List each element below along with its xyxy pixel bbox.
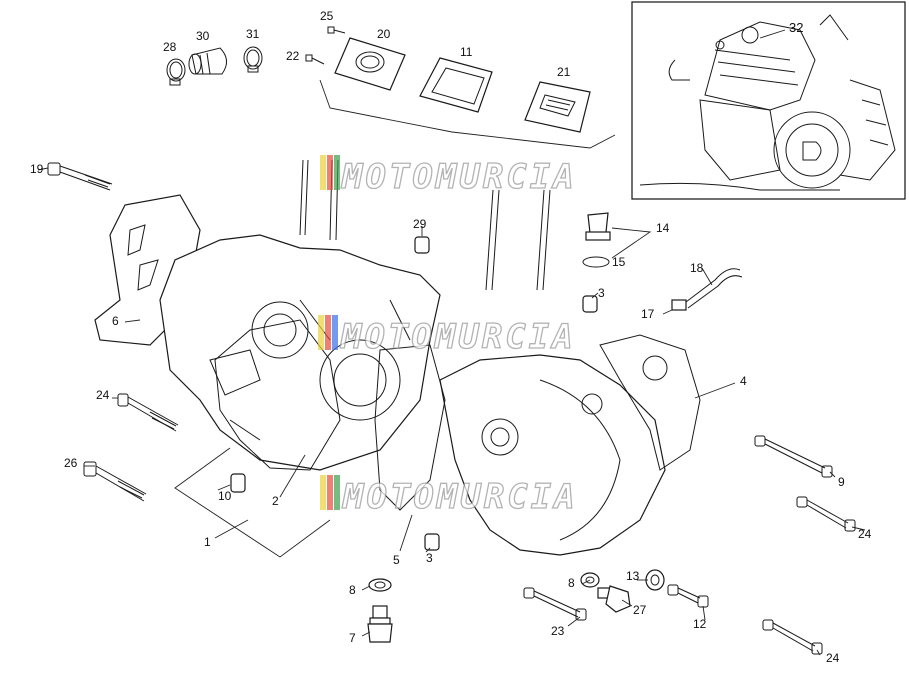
callout-10: 10 xyxy=(218,489,232,503)
callout-27: 27 xyxy=(633,603,647,617)
breather-fitting-17 xyxy=(671,268,743,311)
callout-26: 26 xyxy=(64,456,78,470)
dowel-3-top xyxy=(582,295,598,313)
bolt-24-right xyxy=(796,496,856,532)
intake-manifold-20 xyxy=(334,37,406,91)
drain-plug-27 xyxy=(597,585,631,613)
bolt-23 xyxy=(523,587,587,621)
callout-24-bottom: 24 xyxy=(826,651,840,665)
callout-3-top: 3 xyxy=(598,286,605,300)
dowel-3-bottom xyxy=(424,533,440,551)
callout-13: 13 xyxy=(626,569,640,583)
bolt-24-bottom xyxy=(762,619,823,655)
gasket-2 xyxy=(214,319,341,471)
screw-12 xyxy=(667,584,709,608)
intake-hose-30 xyxy=(188,47,227,75)
bolt-19 xyxy=(47,162,113,191)
callout-32: 32 xyxy=(789,20,803,35)
dowel-10 xyxy=(230,473,246,493)
callout-25: 25 xyxy=(320,9,334,23)
watermark-top: MOTOMURCIA xyxy=(320,155,577,198)
hose-clamp-28 xyxy=(166,58,186,86)
callout-8-right: 8 xyxy=(568,576,575,590)
gasket-11 xyxy=(419,57,493,113)
oil-filler-cap-14 xyxy=(582,212,611,268)
leader-lines xyxy=(37,167,866,656)
reed-valve-21 xyxy=(524,81,591,133)
studs xyxy=(299,159,551,291)
hose-clamp-31 xyxy=(243,46,263,73)
callout-1: 1 xyxy=(204,535,211,549)
watermark-text-top: MOTOMURCIA xyxy=(341,157,577,197)
callout-5: 5 xyxy=(393,553,400,567)
watermark-bottom: MOTOMURCIA xyxy=(320,475,578,518)
callout-31: 31 xyxy=(246,27,260,41)
engine-inset: 32 xyxy=(631,1,906,200)
watermark-text-middle: MOTOMURCIA xyxy=(340,317,576,357)
callout-29: 29 xyxy=(413,217,427,231)
callout-11: 11 xyxy=(460,45,473,59)
callout-23: 23 xyxy=(551,624,565,638)
bolt-9 xyxy=(754,435,833,478)
callout-3-bottom: 3 xyxy=(426,551,433,565)
callout-21: 21 xyxy=(557,65,571,79)
callout-17: 17 xyxy=(641,307,655,321)
dowel-29 xyxy=(414,236,430,254)
callout-12: 12 xyxy=(693,617,707,631)
callout-30: 30 xyxy=(196,29,210,43)
callout-15: 15 xyxy=(612,255,626,269)
callout-2: 2 xyxy=(272,494,279,508)
callout-24-right: 24 xyxy=(858,527,872,541)
callout-9: 9 xyxy=(838,475,845,489)
watermark-middle: MOTOMURCIA xyxy=(318,315,576,358)
washer-13 xyxy=(645,569,665,591)
screw-25 xyxy=(327,26,346,34)
callout-6: 6 xyxy=(112,314,119,328)
callout-20: 20 xyxy=(377,27,391,41)
gasket-5 xyxy=(374,344,446,511)
callout-24-left: 24 xyxy=(96,388,110,402)
crankcase-right xyxy=(439,354,666,556)
callout-4: 4 xyxy=(740,374,747,388)
screw-22 xyxy=(305,54,325,65)
bolt-24-left xyxy=(117,393,179,432)
bolt-26 xyxy=(83,461,147,502)
callout-labels: 1 2 3 3 4 5 6 7 8 8 9 10 11 12 13 14 15 … xyxy=(30,9,872,665)
watermark-text-bottom: MOTOMURCIA xyxy=(342,477,578,517)
callout-14: 14 xyxy=(656,221,670,235)
callout-8-bottom: 8 xyxy=(349,583,356,597)
callout-19: 19 xyxy=(30,162,44,176)
cover-gasket-4 xyxy=(599,334,701,471)
drain-plug-7 xyxy=(367,605,393,643)
callout-22: 22 xyxy=(286,49,300,63)
callout-18: 18 xyxy=(690,261,704,275)
callout-7: 7 xyxy=(349,631,356,645)
washer-8-bottom xyxy=(368,578,392,592)
callout-28: 28 xyxy=(163,40,177,54)
